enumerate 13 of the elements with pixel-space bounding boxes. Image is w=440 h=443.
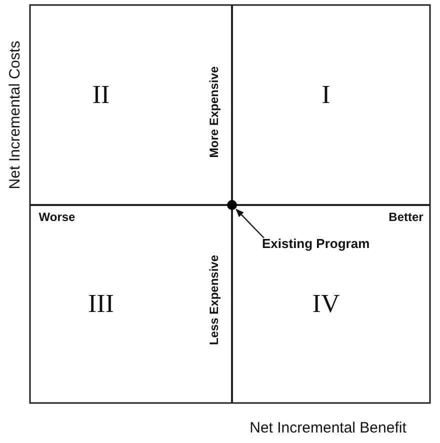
axis-end-label: Less Expensive bbox=[207, 254, 221, 346]
axis-title: Net Incremental Benefit bbox=[250, 420, 406, 436]
point-label: Existing Program bbox=[262, 236, 370, 251]
point-marker bbox=[227, 200, 237, 210]
quadrant-numeral: I bbox=[322, 80, 330, 110]
axis-end-label: Better bbox=[388, 210, 424, 224]
quadrant-numeral: II bbox=[92, 80, 110, 110]
axis-end-label: More Expensive bbox=[207, 66, 221, 158]
quadrant-numeral: III bbox=[88, 289, 114, 319]
quadrant-numeral: IV bbox=[312, 289, 340, 319]
leader-arrow bbox=[236, 208, 264, 238]
axis-title: Net Incremental Costs bbox=[6, 40, 24, 190]
axis-end-label: Worse bbox=[38, 210, 76, 224]
